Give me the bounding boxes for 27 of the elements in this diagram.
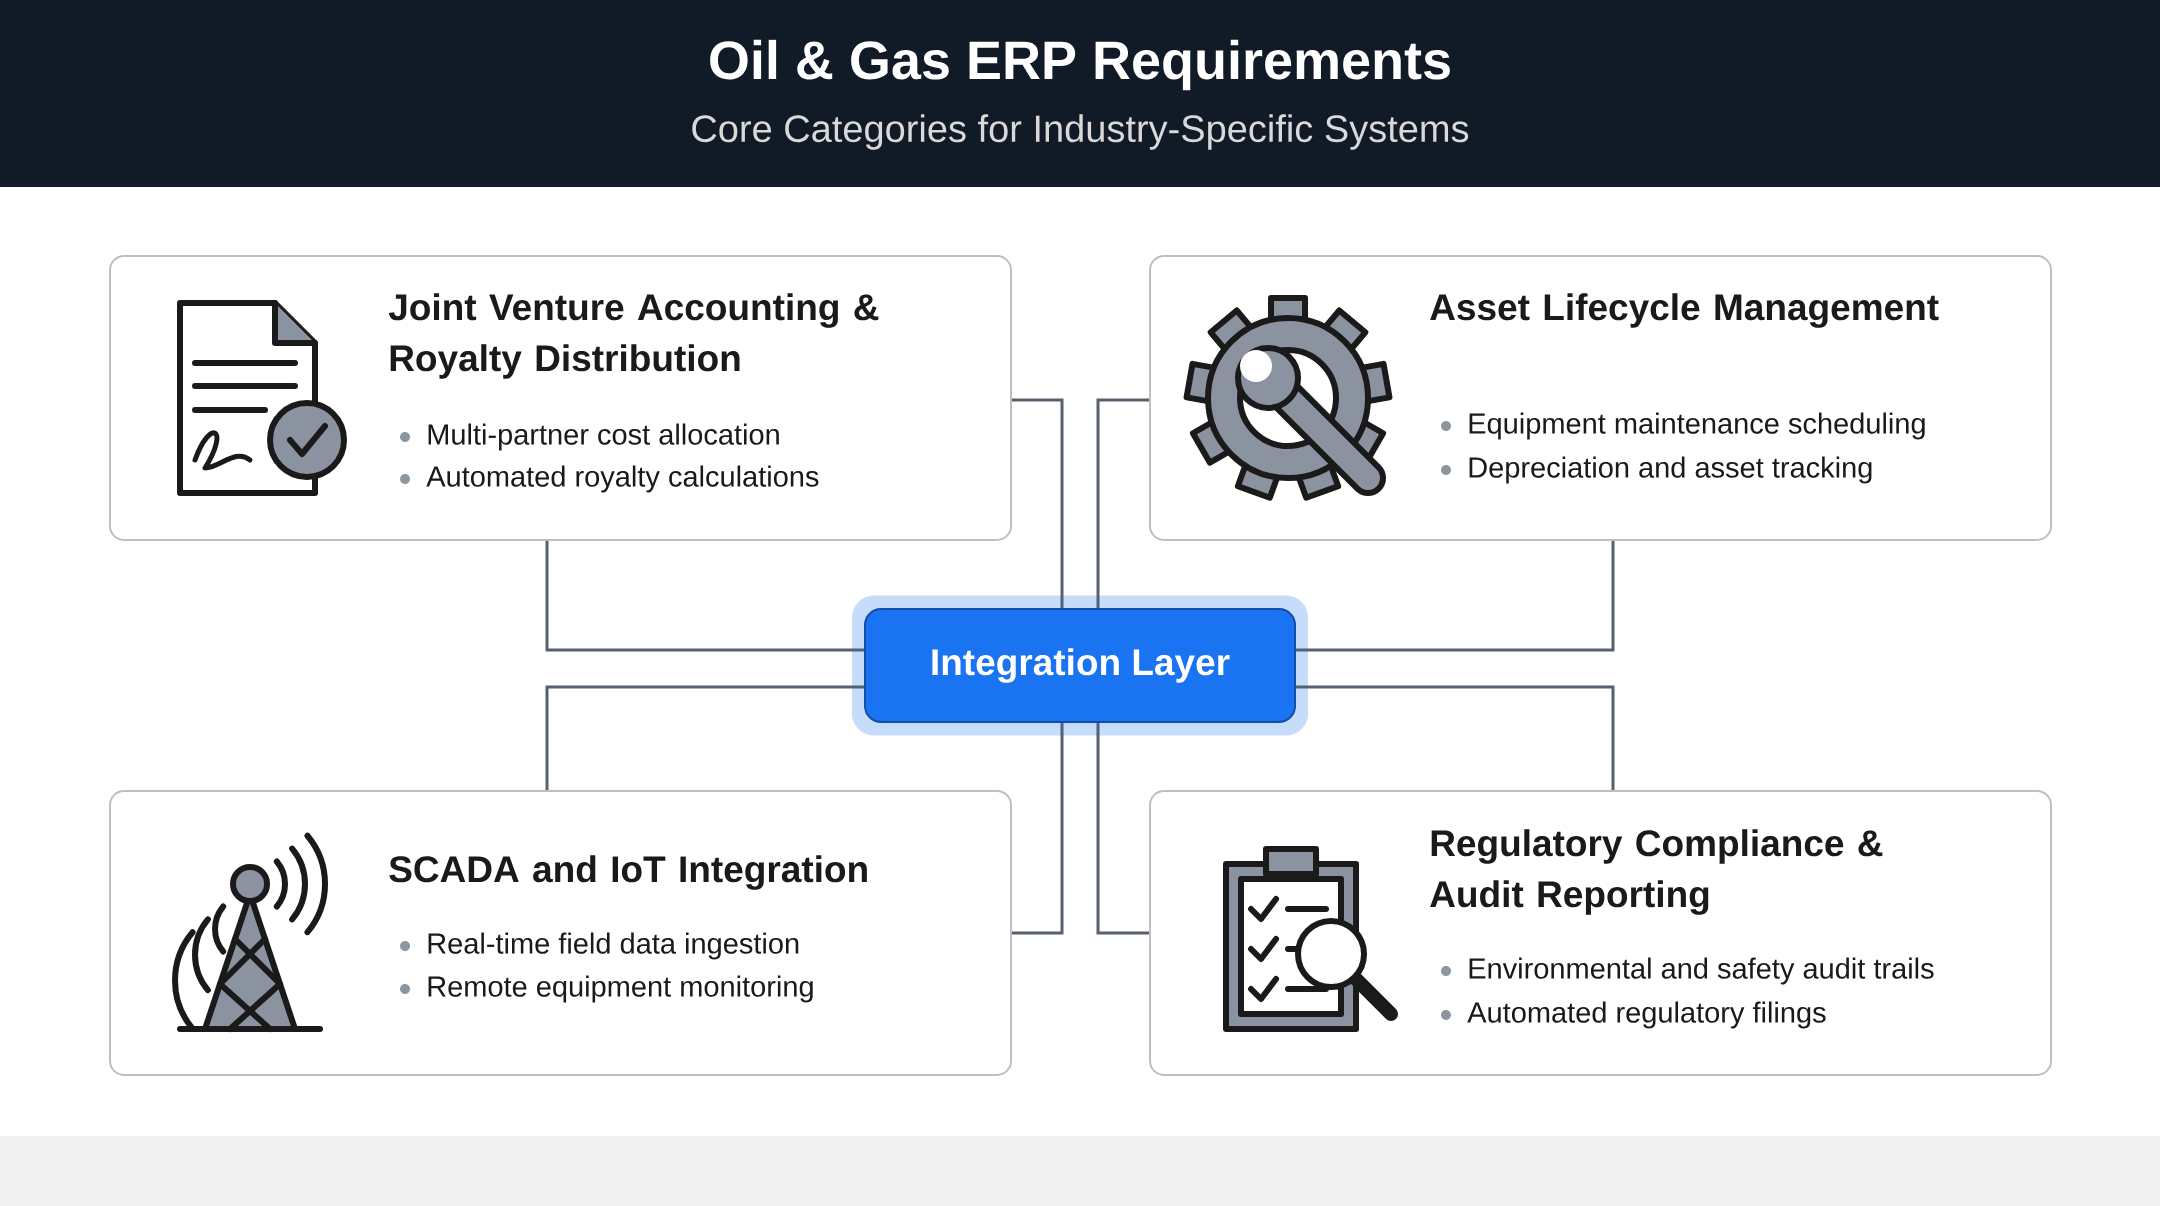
card — [1149, 255, 2052, 541]
bullet-item: Automated regulatory filings — [1441, 1001, 1826, 1029]
card-heading: Regulatory Compliance & Audit Reporting — [1430, 829, 1883, 915]
connector-line — [1096, 398, 1149, 608]
subtitle: Core Categories for Industry-Specific Systems — [692, 114, 1469, 150]
bullet-item: Environmental and safety audit trails — [1441, 957, 1934, 985]
connector-line — [1296, 541, 1615, 652]
bullet-item: Real-time field data ingestion — [400, 932, 799, 960]
connector-line — [1296, 685, 1615, 790]
card — [1149, 790, 2052, 1076]
title: Oil & Gas ERP Requirements — [710, 39, 1450, 91]
card-heading: SCADA and IoT Integration — [389, 855, 867, 890]
connector-line — [545, 541, 864, 652]
card — [109, 790, 1012, 1076]
bullet-item: Multi-partner cost allocation — [400, 423, 779, 451]
bullet-item: Equipment maintenance scheduling — [1441, 412, 1925, 440]
integration-box: Integration Layer — [864, 608, 1296, 723]
bullet-item: Depreciation and asset tracking — [1441, 456, 1872, 484]
bullet-item: Automated royalty calculations — [400, 465, 819, 493]
connector-line — [1012, 723, 1064, 935]
bullet-item: Remote equipment monitoring — [400, 975, 813, 1003]
connector-line — [1012, 398, 1064, 608]
card-heading: Asset Lifecycle Management — [1430, 293, 1939, 328]
card — [109, 255, 1012, 541]
connector-line — [1096, 723, 1149, 935]
card-heading: Joint Venture Accounting & Royalty Distribution — [388, 293, 879, 379]
connector-line — [545, 685, 864, 790]
